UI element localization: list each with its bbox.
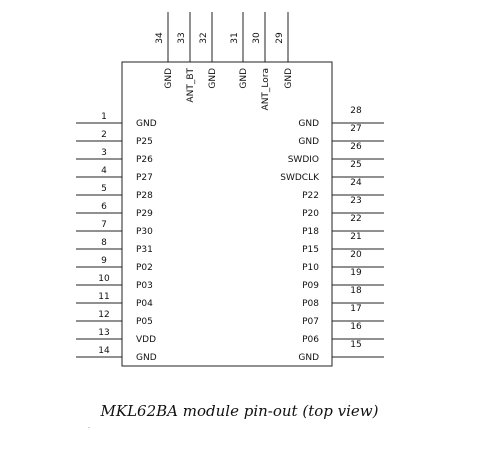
left-pin-label: P02 [136, 263, 153, 273]
left-pin-label: P26 [136, 155, 153, 165]
right-pin-number: 15 [350, 340, 361, 350]
left-pin-label: VDD [136, 335, 156, 345]
top-pin-label: GND [284, 68, 294, 89]
right-pin-number: 16 [350, 322, 362, 332]
left-pin-number: 1 [101, 112, 107, 122]
right-pin-label: GND [298, 353, 319, 363]
left-pin-number: 3 [101, 148, 107, 158]
right-pin-number: 19 [350, 268, 362, 278]
right-pin-label: P20 [302, 209, 319, 219]
left-pin-label: P29 [136, 209, 153, 219]
right-pin-number: 27 [350, 124, 361, 134]
right-pin-number: 25 [350, 160, 361, 170]
left-pin-number: 9 [101, 256, 107, 266]
left-pin-label: P28 [136, 191, 153, 201]
right-pin-label: P09 [302, 281, 319, 291]
top-pin-number: 33 [177, 32, 187, 43]
left-pin-label: P31 [136, 245, 153, 255]
right-pin-number: 23 [350, 196, 361, 206]
left-pin-number: 8 [101, 238, 107, 248]
left-pin-number: 4 [101, 166, 107, 176]
left-pin-number: 5 [101, 184, 107, 194]
right-pin-number: 18 [350, 286, 362, 296]
right-pin-label: GND [298, 119, 319, 129]
left-pin-label: P27 [136, 173, 153, 183]
left-pin-number: 6 [101, 202, 107, 212]
right-pin-number: 22 [350, 214, 361, 224]
top-pin-number: 31 [230, 32, 240, 43]
left-pin-label: P05 [136, 317, 153, 327]
right-pin-number: 17 [350, 304, 361, 314]
left-pin-label: P25 [136, 137, 153, 147]
right-pin-label: P22 [302, 191, 319, 201]
right-pin-number: 26 [350, 142, 362, 152]
right-pin-label: P08 [302, 299, 319, 309]
left-pin-number: 14 [98, 346, 110, 356]
module-body [121, 61, 333, 367]
top-pin-label: ANT_BT [186, 68, 196, 103]
right-pin-label: GND [298, 137, 319, 147]
right-pin-label: P15 [302, 245, 319, 255]
right-pin-number: 24 [350, 178, 362, 188]
left-pin-label: P03 [136, 281, 153, 291]
left-pin-number: 13 [98, 328, 109, 338]
left-pin-number: 11 [98, 292, 109, 302]
left-pin-label: GND [136, 119, 157, 129]
right-pin-number: 20 [350, 250, 362, 260]
right-pin-number: 28 [350, 106, 362, 116]
right-pin-label: P07 [302, 317, 319, 327]
diagram-caption: MKL62BA module pin-out (top view) [100, 402, 379, 420]
right-pin-number: 21 [350, 232, 361, 242]
right-pin-label: P10 [302, 263, 319, 273]
right-pin-label: P18 [302, 227, 319, 237]
top-pin-label: ANT_Lora [261, 68, 271, 110]
left-pin-number: 2 [101, 130, 107, 140]
left-pin-number: 10 [98, 274, 110, 284]
top-pin-label: GND [208, 68, 218, 89]
right-pin-label: P06 [302, 335, 319, 345]
right-pin-label: SWDIO [288, 155, 319, 165]
right-pin-label: SWDCLK [280, 173, 320, 183]
left-pin-label: GND [136, 353, 157, 363]
left-pin-number: 12 [98, 310, 109, 320]
top-pin-label: GND [164, 68, 174, 89]
top-pin-number: 30 [252, 32, 262, 44]
top-pin-number: 29 [275, 32, 285, 44]
left-pin-label: P04 [136, 299, 153, 309]
top-pin-number: 34 [155, 32, 165, 44]
left-pin-label: P30 [136, 227, 153, 237]
left-pin-number: 7 [101, 220, 107, 230]
top-pin-number: 32 [199, 32, 209, 43]
top-pin-label: GND [239, 68, 249, 89]
scan-speck [88, 427, 90, 428]
